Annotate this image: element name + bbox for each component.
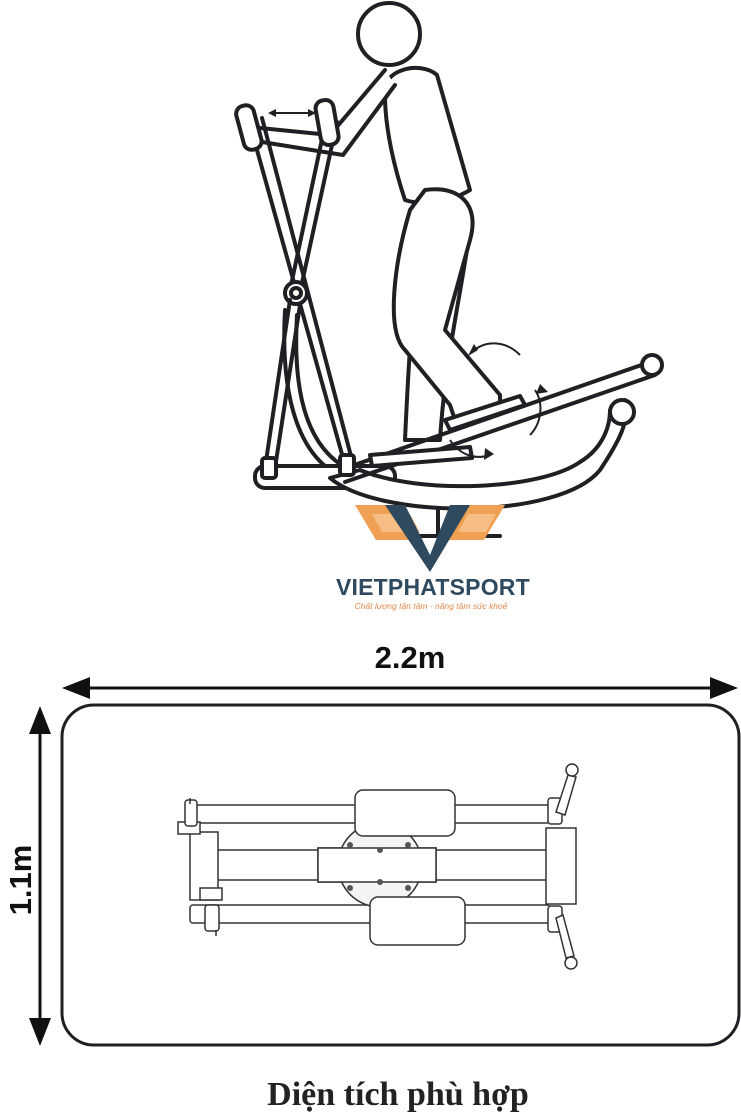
brand-name: VIETPHATSPORT <box>336 574 530 600</box>
elliptical-trainer-illustration <box>234 1 664 572</box>
machine-top-view <box>177 763 579 970</box>
person-front-leg <box>391 187 502 422</box>
width-label: 2.2m <box>374 640 446 675</box>
caption-suitable-area: Diện tích phù hợp <box>267 1076 529 1113</box>
height-label: 1.1m <box>3 844 38 916</box>
handle-pole-right <box>288 123 327 292</box>
height-dimension-arrow <box>29 706 51 1046</box>
person-head <box>356 1 422 67</box>
brand-slogan: Chất lượng tận tâm - nâng tầm sức khoẻ <box>354 601 508 611</box>
width-dimension-arrow <box>62 677 738 699</box>
brand-logo-mark <box>355 505 505 572</box>
